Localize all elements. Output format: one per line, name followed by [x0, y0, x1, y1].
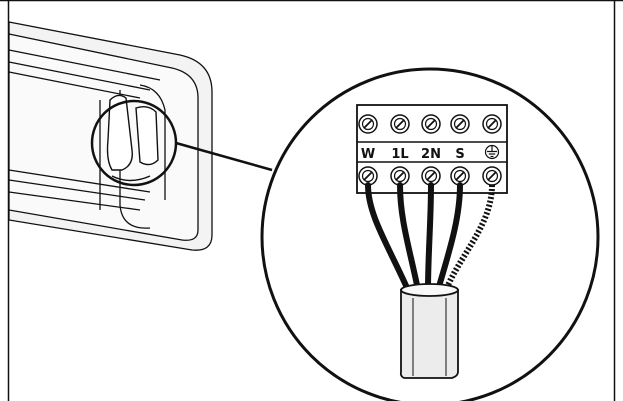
callout-connector-line [175, 141, 273, 172]
wire-1l [397, 182, 421, 293]
wire-w [365, 182, 411, 293]
wire-ground [443, 184, 495, 292]
power-wires [365, 182, 463, 293]
terminal-label-w: W [361, 147, 375, 162]
bottom-screw-2 [390, 166, 410, 186]
top-screw-2 [390, 114, 410, 134]
top-screw-4 [450, 114, 470, 134]
bottom-screw-5 [482, 166, 502, 186]
wire-s [435, 182, 463, 293]
terminal-label-1l: 1L [391, 147, 408, 162]
wire-2n [425, 182, 434, 293]
terminal-label-2n: 2N [421, 147, 441, 162]
top-screw-1 [358, 114, 378, 134]
bottom-screw-4 [450, 166, 470, 186]
cable-sheath [399, 283, 459, 379]
terminal-block: W 1L 2N S [356, 104, 508, 194]
bottom-screw-row [358, 166, 502, 186]
top-screw-5 [482, 114, 502, 134]
top-screw-row [358, 114, 502, 134]
top-screw-3 [421, 114, 441, 134]
unit-terminal-detail [106, 94, 159, 182]
bottom-screw-1 [358, 166, 378, 186]
earth-ground-icon [484, 144, 500, 160]
terminal-label-s: S [455, 147, 464, 162]
bottom-screw-3 [421, 166, 441, 186]
